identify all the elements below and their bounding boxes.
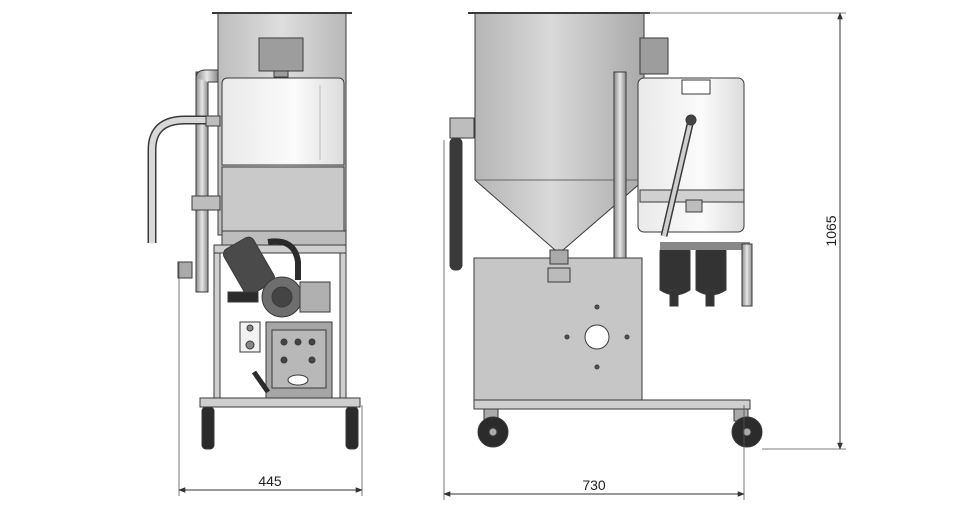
side-caster-left [477, 408, 509, 448]
dim-label-445: 445 [258, 473, 282, 489]
front-vertical-pipe [195, 71, 209, 293]
side-left-hose [449, 137, 463, 271]
front-water-tank [221, 77, 345, 166]
front-lower-panel [221, 166, 345, 232]
front-view [147, 12, 361, 450]
side-view [449, 12, 763, 448]
side-filters [659, 243, 727, 307]
front-caster-right [345, 406, 359, 450]
front-frame [213, 244, 347, 254]
dim-label-1065: 1065 [823, 215, 839, 246]
side-frame [473, 399, 751, 410]
front-top-box [258, 37, 304, 72]
dim-label-730: 730 [582, 477, 606, 493]
side-right-pipe [741, 243, 753, 307]
front-pump [222, 236, 331, 318]
side-cabinet-hole [584, 324, 610, 350]
side-caster-right [731, 408, 763, 448]
front-caster-left [201, 406, 215, 450]
